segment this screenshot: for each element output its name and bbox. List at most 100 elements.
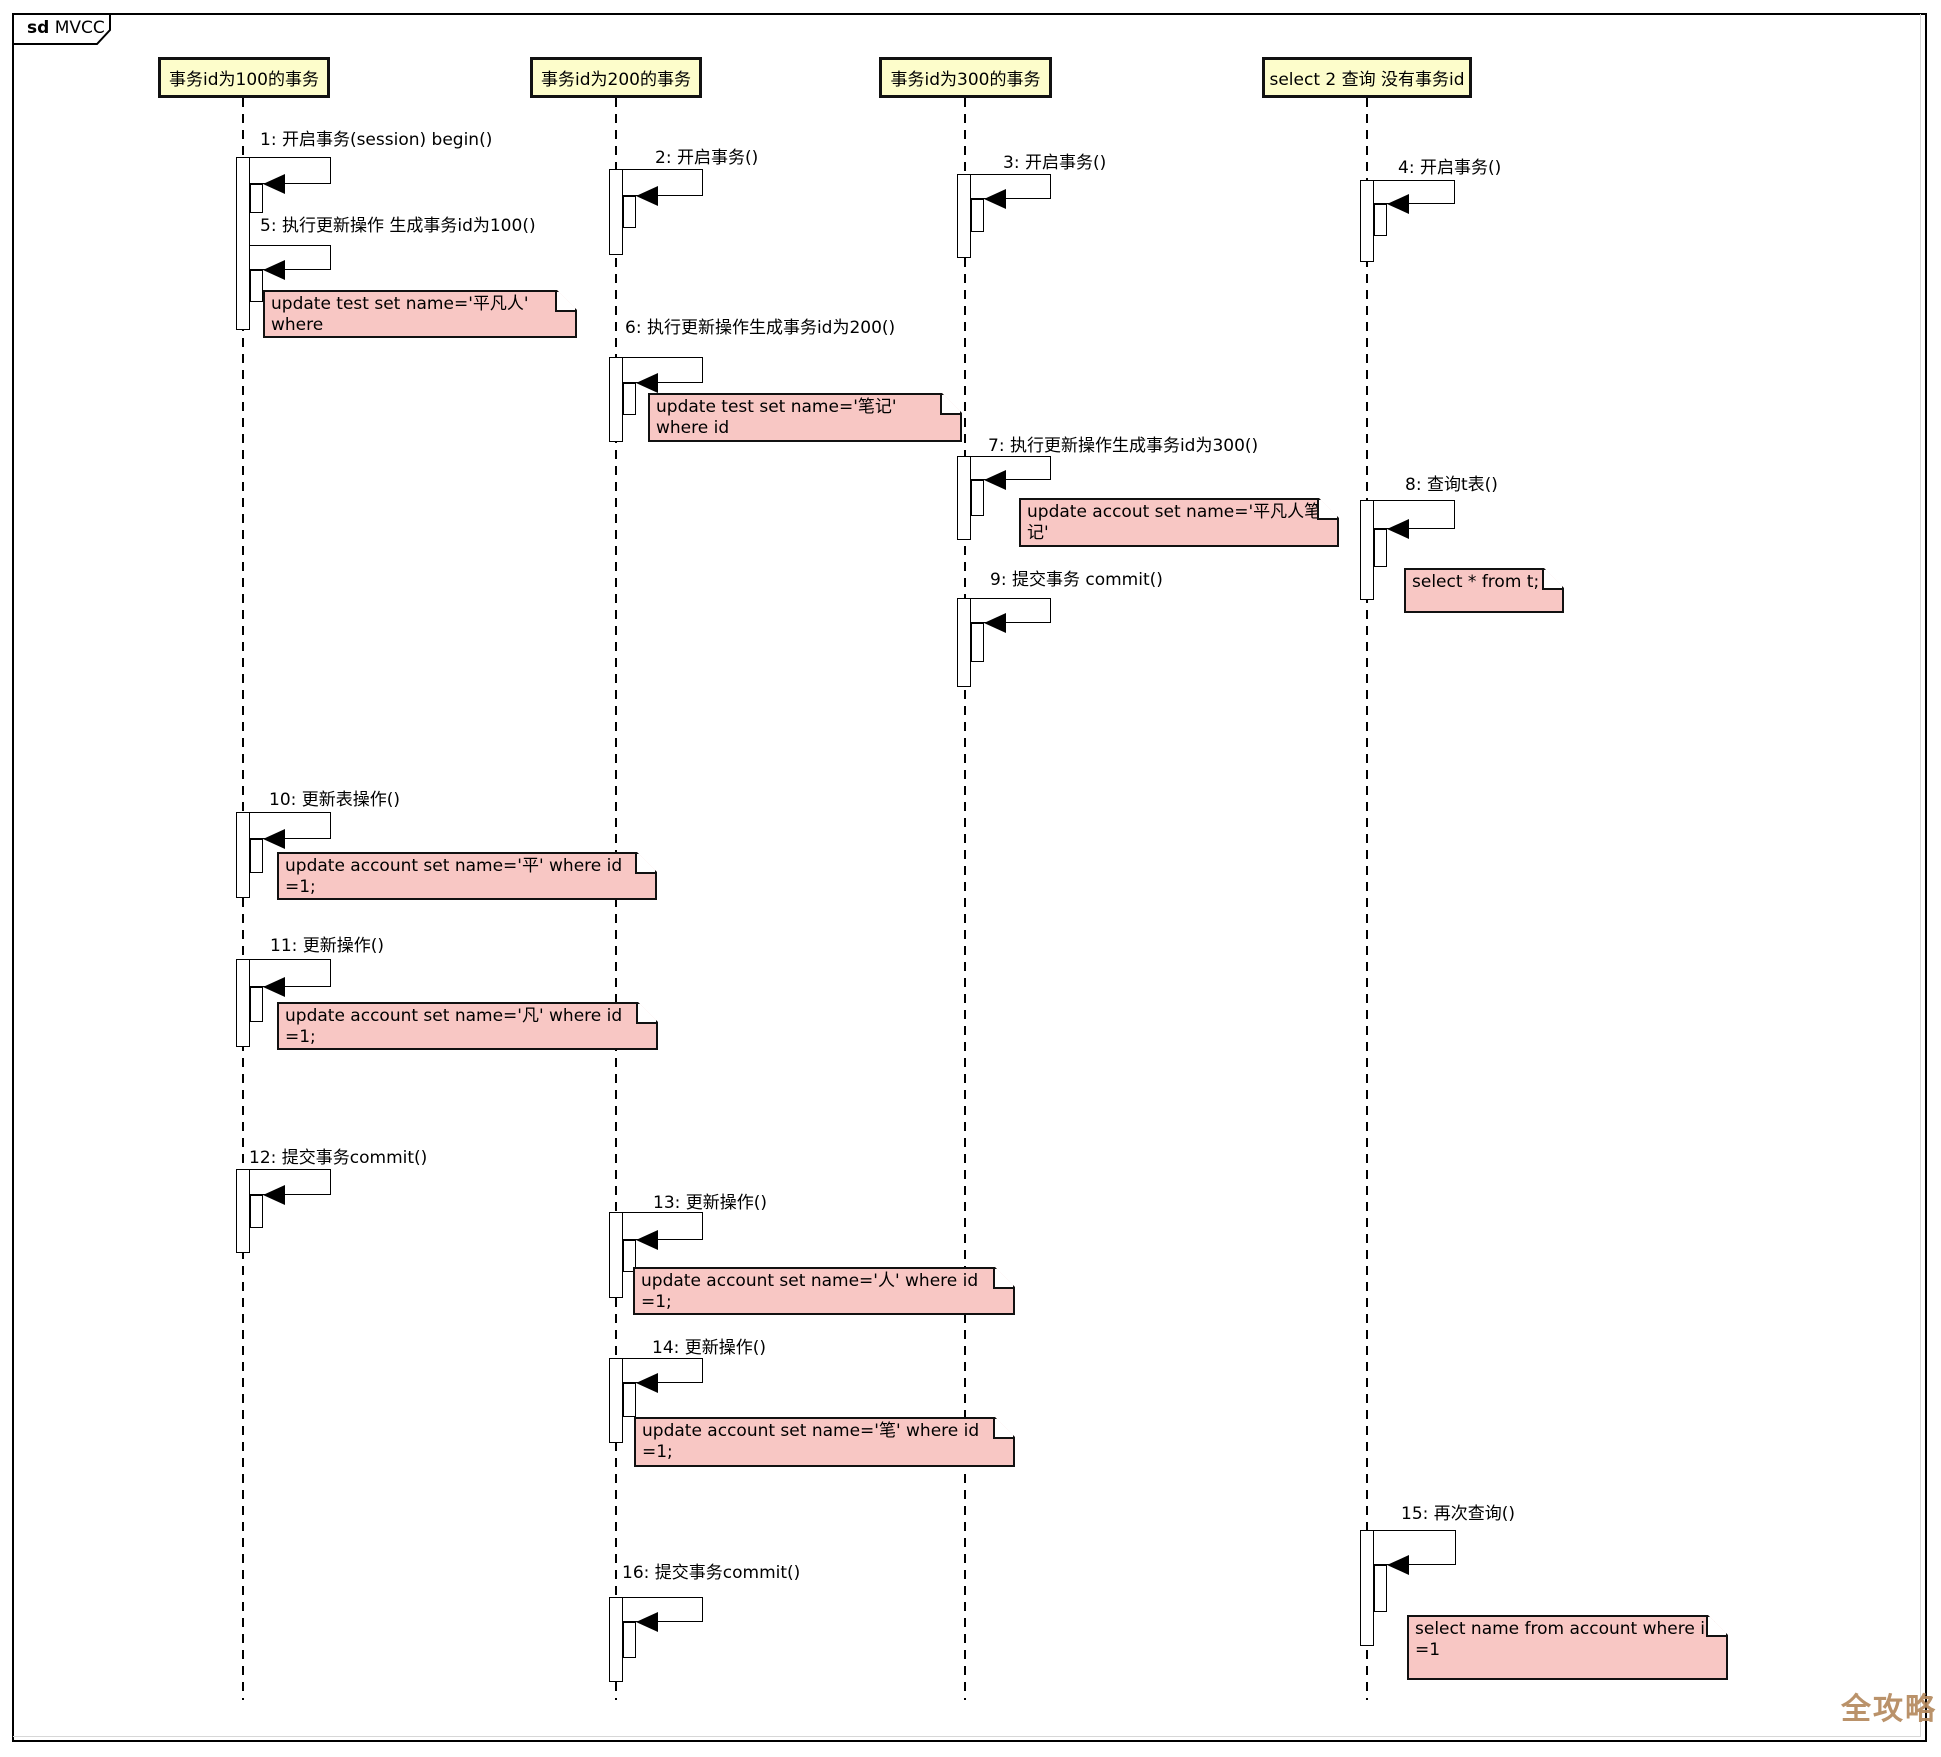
nested-activation-bar	[971, 480, 984, 516]
message-label-2: 2: 开启事务()	[655, 148, 759, 168]
lifeline-line-3	[964, 98, 966, 1700]
message-arrowhead-icon	[984, 470, 1006, 490]
message-label-5: 5: 执行更新操作 生成事务id为100()	[260, 216, 536, 236]
message-label-11: 11: 更新操作()	[270, 936, 385, 956]
nested-activation-bar	[623, 1622, 636, 1658]
self-message-loop-11	[250, 959, 331, 987]
self-message-loop-5	[250, 245, 331, 270]
canvas-edge	[1920, 14, 1921, 1737]
message-label-12: 12: 提交事务commit()	[249, 1148, 428, 1168]
activation-bar	[1360, 1530, 1374, 1646]
lifeline-line-1	[242, 98, 244, 1700]
activation-bar	[236, 1169, 250, 1253]
nested-activation-bar	[250, 1195, 263, 1228]
nested-activation-bar	[971, 623, 984, 662]
sql-note-6: update test set name='笔记' where id =5	[648, 393, 962, 442]
nested-activation-bar	[623, 1383, 636, 1417]
message-label-4: 4: 开启事务()	[1398, 158, 1502, 178]
nested-activation-bar	[971, 199, 984, 232]
message-label-7: 7: 执行更新操作生成事务id为300()	[988, 436, 1259, 456]
self-message-loop-15	[1374, 1530, 1456, 1565]
self-message-loop-3	[971, 174, 1051, 199]
message-label-6: 6: 执行更新操作生成事务id为200()	[625, 318, 896, 338]
message-arrowhead-icon	[263, 829, 285, 849]
self-message-loop-14	[623, 1358, 703, 1383]
activation-bar	[1360, 500, 1374, 600]
activation-bar	[609, 169, 623, 255]
self-message-loop-8	[1374, 500, 1455, 529]
message-label-15: 15: 再次查询()	[1401, 1504, 1516, 1524]
message-arrowhead-icon	[1387, 519, 1409, 539]
self-message-loop-2	[623, 169, 703, 196]
message-arrowhead-icon	[263, 174, 285, 194]
activation-bar	[609, 1597, 623, 1682]
sql-note-14: update account set name='笔' where id =1;	[634, 1417, 1015, 1467]
activation-bar	[609, 1358, 623, 1443]
message-arrowhead-icon	[1387, 1555, 1409, 1575]
message-label-13: 13: 更新操作()	[653, 1193, 768, 1213]
activation-bar	[1360, 180, 1374, 262]
nested-activation-bar	[250, 270, 263, 302]
nested-activation-bar	[623, 1240, 636, 1272]
sql-note-15: select name from account where id =1	[1407, 1615, 1728, 1680]
frame-keyword: sd	[27, 18, 50, 38]
message-arrowhead-icon	[636, 1373, 658, 1393]
message-label-9: 9: 提交事务 commit()	[990, 570, 1163, 590]
self-message-loop-4	[1374, 180, 1455, 204]
lifeline-head-tx100: 事务id为100的事务	[158, 57, 330, 98]
activation-bar	[609, 1212, 623, 1298]
activation-bar	[957, 174, 971, 258]
self-message-loop-6	[623, 357, 703, 383]
self-message-loop-16	[623, 1597, 703, 1622]
message-label-1: 1: 开启事务(session) begin()	[260, 130, 493, 150]
frame-name: MVCC	[54, 18, 105, 38]
activation-bar	[236, 157, 250, 330]
self-message-loop-7	[971, 456, 1051, 480]
nested-activation-bar	[1374, 529, 1387, 567]
activation-bar	[957, 456, 971, 540]
nested-activation-bar	[250, 839, 263, 873]
message-arrowhead-icon	[263, 1185, 285, 1205]
message-arrowhead-icon	[263, 260, 285, 280]
message-label-8: 8: 查询t表()	[1405, 475, 1498, 495]
nested-activation-bar	[1374, 1565, 1387, 1612]
lifeline-head-tx200: 事务id为200的事务	[530, 57, 702, 98]
activation-bar	[609, 357, 623, 442]
self-message-loop-1	[250, 157, 331, 184]
message-label-10: 10: 更新表操作()	[269, 790, 401, 810]
sql-note-11: update account set name='凡' where id =1;	[277, 1002, 658, 1050]
self-message-loop-10	[250, 812, 331, 839]
lifeline-head-tx300: 事务id为300的事务	[879, 57, 1052, 98]
message-arrowhead-icon	[636, 1230, 658, 1250]
lifeline-head-select2: select 2 查询 没有事务id	[1262, 57, 1472, 98]
canvas-edge	[13, 1736, 1921, 1737]
message-arrowhead-icon	[636, 1612, 658, 1632]
frame-title-pentagon: sd MVCC	[12, 13, 112, 45]
nested-activation-bar	[1374, 204, 1387, 236]
nested-activation-bar	[623, 196, 636, 228]
nested-activation-bar	[250, 184, 263, 213]
activation-bar	[236, 812, 250, 898]
lifeline-line-4	[1366, 98, 1368, 1700]
frame-title: sd MVCC	[27, 18, 105, 38]
sql-note-8: select * from t;	[1404, 568, 1564, 613]
self-message-loop-12	[250, 1169, 331, 1195]
pentagon-shape-icon	[12, 13, 111, 45]
sql-note-5: update test set name='平凡人' where id =1	[263, 290, 577, 338]
message-arrowhead-icon	[263, 977, 285, 997]
message-arrowhead-icon	[1387, 194, 1409, 214]
self-message-loop-9	[971, 598, 1051, 623]
message-arrowhead-icon	[636, 186, 658, 206]
message-label-14: 14: 更新操作()	[652, 1338, 767, 1358]
watermark: 全攻略	[1841, 1692, 1937, 1727]
message-label-16: 16: 提交事务commit()	[622, 1563, 801, 1583]
message-arrowhead-icon	[984, 613, 1006, 633]
nested-activation-bar	[623, 383, 636, 415]
sql-note-10: update account set name='平' where id =1;	[277, 852, 657, 900]
message-arrowhead-icon	[636, 373, 658, 393]
message-label-3: 3: 开启事务()	[1003, 153, 1107, 173]
activation-bar	[957, 598, 971, 687]
self-message-loop-13	[623, 1212, 703, 1240]
message-arrowhead-icon	[984, 189, 1006, 209]
